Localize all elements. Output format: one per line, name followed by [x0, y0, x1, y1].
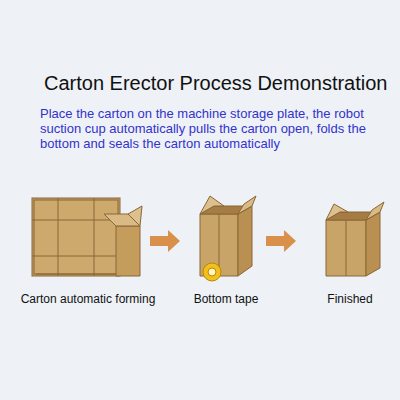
step-caption: Bottom tape — [194, 292, 259, 306]
description: Place the carton on the machine storage … — [40, 106, 385, 151]
step-caption: Carton automatic forming — [21, 292, 156, 306]
title: Carton Erector Process Demonstration — [44, 72, 387, 95]
step-caption: Finished — [327, 292, 372, 306]
